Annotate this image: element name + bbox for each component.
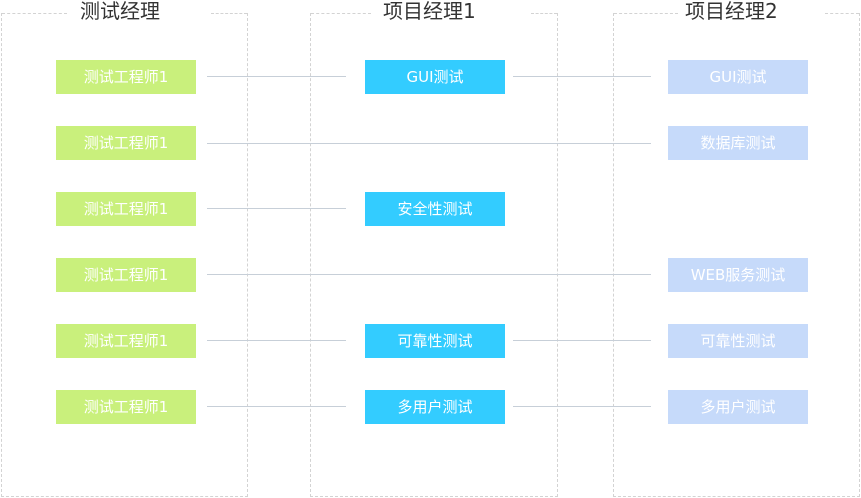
pm2-task-box: 数据库测试 xyxy=(668,126,808,160)
column-title-project-manager-2: 项目经理2 xyxy=(685,0,778,23)
column-frame-project-manager-1 xyxy=(310,13,558,497)
connector-line xyxy=(207,406,346,407)
connector-line xyxy=(513,406,651,407)
pm1-task-box: 可靠性测试 xyxy=(365,324,505,358)
tester-box: 测试工程师1 xyxy=(56,192,196,226)
pm2-task-box: 多用户测试 xyxy=(668,390,808,424)
column-frame-project-manager-2 xyxy=(613,13,860,497)
connector-line xyxy=(207,76,346,77)
column-title-project-manager-1: 项目经理1 xyxy=(383,0,476,23)
connector-line xyxy=(207,340,346,341)
pm1-task-box: 安全性测试 xyxy=(365,192,505,226)
pm1-task-box: 多用户测试 xyxy=(365,390,505,424)
pm2-task-box: 可靠性测试 xyxy=(668,324,808,358)
pm1-task-box: GUI测试 xyxy=(365,60,505,94)
column-title-test-manager: 测试经理 xyxy=(80,0,160,23)
connector-line xyxy=(207,143,651,144)
connector-line xyxy=(207,208,346,209)
tester-box: 测试工程师1 xyxy=(56,258,196,292)
tester-box: 测试工程师1 xyxy=(56,126,196,160)
connector-line xyxy=(513,340,651,341)
column-frame-test-manager xyxy=(1,13,248,497)
tester-box: 测试工程师1 xyxy=(56,390,196,424)
connector-line xyxy=(207,274,651,275)
pm2-task-box: WEB服务测试 xyxy=(668,258,808,292)
pm2-task-box: GUI测试 xyxy=(668,60,808,94)
connector-line xyxy=(513,76,651,77)
tester-box: 测试工程师1 xyxy=(56,60,196,94)
tester-box: 测试工程师1 xyxy=(56,324,196,358)
